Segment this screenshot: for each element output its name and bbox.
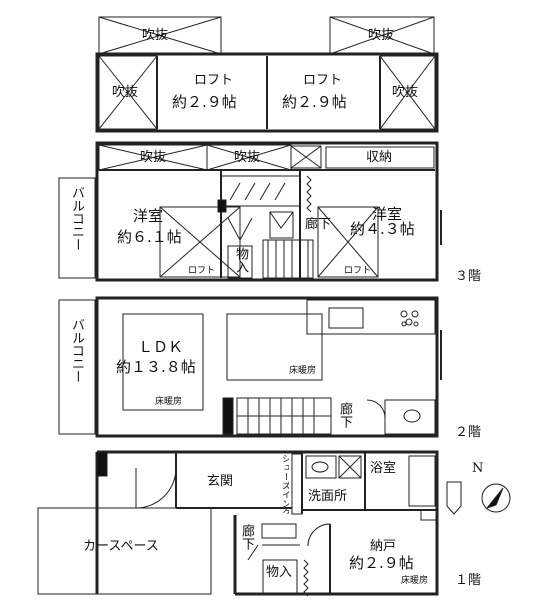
loft-left-area: 約２.９帖 xyxy=(172,93,237,111)
bathroom-label: 浴室 xyxy=(370,461,397,476)
fukinuke-label: 吹抜 xyxy=(234,150,261,165)
storeroom-area: 約２.９帖 xyxy=(349,554,414,572)
washroom-label: 洗面所 xyxy=(308,489,348,504)
loft-marker: ロフト xyxy=(344,266,372,276)
first-floor xyxy=(37,450,462,597)
loft-marker: ロフト xyxy=(188,266,216,276)
fukinuke-label: 吹抜 xyxy=(368,28,395,43)
hall-label: 廊下 xyxy=(337,402,352,428)
floor-heating-label: 床暖房 xyxy=(155,397,183,407)
room-left-label: 洋室 xyxy=(133,207,164,225)
floor-heating-label: 床暖房 xyxy=(401,576,429,586)
closet-label: 物入 xyxy=(266,565,293,580)
balcony-label: バルコニー xyxy=(69,186,84,251)
closet-label: 物入 xyxy=(233,247,248,273)
north-label: N xyxy=(472,461,484,476)
shoes-closet-label: シューズインクローゼット xyxy=(280,454,289,514)
hall-label: 廊下 xyxy=(239,524,254,550)
room-left-area: 約６.１帖 xyxy=(117,228,182,246)
entrance-label: 玄関 xyxy=(207,474,234,489)
fukinuke-label: 吹抜 xyxy=(140,150,167,165)
compass xyxy=(481,483,511,513)
fukinuke-label: 吹抜 xyxy=(392,85,419,100)
storeroom-label: 納戸 xyxy=(370,539,397,554)
floor-heating-label: 床暖房 xyxy=(289,366,317,376)
fukinuke-label: 吹抜 xyxy=(112,85,139,100)
room-right-label: 洋室 xyxy=(372,205,403,223)
floor3-label: ３階 xyxy=(455,269,482,284)
room-right-area: 約４.３帖 xyxy=(350,220,415,238)
floor1-label: １階 xyxy=(455,573,482,588)
loft-right-area: 約２.９帖 xyxy=(282,93,347,111)
second-floor xyxy=(58,296,442,438)
loft-floor xyxy=(95,16,439,133)
car-space-label: カースペース xyxy=(83,539,159,554)
ldk-label: ＬＤＫ xyxy=(138,338,184,356)
floor2-label: ２階 xyxy=(455,425,482,440)
loft-left-label: ロフト xyxy=(194,73,234,88)
storage-label: 収納 xyxy=(366,150,393,165)
third-floor xyxy=(58,141,442,282)
balcony-label: バルコニー xyxy=(69,318,84,383)
hall-label: 廊下 xyxy=(305,217,332,232)
ldk-area: 約１３.８帖 xyxy=(116,358,196,376)
fukinuke-label: 吹抜 xyxy=(142,28,169,43)
loft-right-label: ロフト xyxy=(303,73,343,88)
